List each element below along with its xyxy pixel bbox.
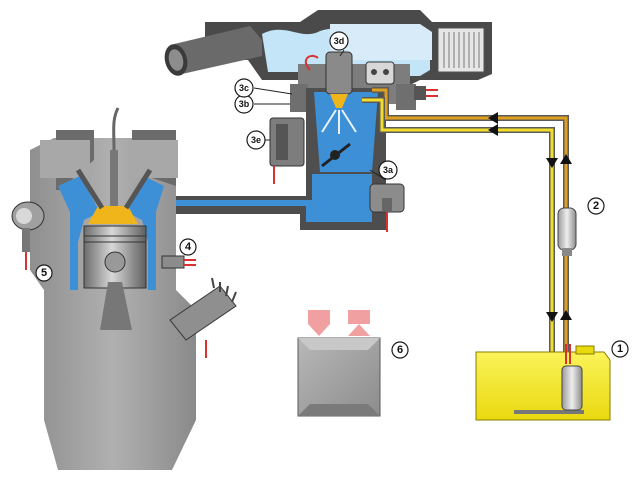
label-3b: 3b (234, 94, 254, 114)
intake-manifold (104, 172, 386, 252)
throttle-position-sensor (369, 183, 405, 232)
svg-text:3c: 3c (239, 83, 249, 93)
injection-unit-body (290, 64, 416, 180)
label-2: 2 (587, 197, 605, 215)
fuel-lines (362, 87, 572, 368)
combustion-chamber (88, 206, 138, 224)
piston (83, 225, 147, 330)
label-6: 6 (391, 341, 409, 359)
fuel-pressure-regulator (365, 61, 395, 85)
label-3a: 3a (378, 160, 398, 180)
svg-text:1: 1 (617, 343, 623, 355)
throttle-valve (321, 142, 351, 168)
fuel-tank (475, 345, 611, 421)
svg-text:3a: 3a (383, 165, 394, 175)
coolant-temp-sensor (161, 255, 196, 269)
intake-air-temp-sensor (11, 201, 45, 270)
connector-plug-right (414, 86, 438, 100)
svg-text:2: 2 (593, 200, 599, 212)
svg-text:3e: 3e (251, 135, 261, 145)
air-inlet-snorkel (164, 26, 262, 76)
label-3d: 3d (329, 31, 349, 51)
svg-text:3d: 3d (334, 36, 345, 46)
ecu-unit (297, 310, 381, 417)
svg-text:6: 6 (397, 344, 403, 356)
distributor (169, 277, 237, 358)
label-3c: 3c (234, 78, 254, 98)
fuel-pump (561, 344, 583, 411)
svg-text:4: 4 (185, 241, 192, 253)
label-3e: 3e (246, 130, 266, 150)
svg-text:5: 5 (41, 267, 47, 279)
valves (75, 168, 153, 210)
label-5: 5 (35, 264, 53, 282)
label-1: 1 (611, 340, 629, 358)
cylinder-head-coolant (58, 176, 164, 290)
fuel-filter (557, 207, 577, 256)
injector-wire (304, 54, 319, 71)
label-4: 4 (179, 238, 197, 256)
svg-text:3b: 3b (239, 99, 250, 109)
spark-plug (110, 107, 120, 206)
idle-actuator (269, 117, 305, 184)
fuel-injector (321, 51, 357, 134)
air-filter-element (437, 27, 485, 73)
